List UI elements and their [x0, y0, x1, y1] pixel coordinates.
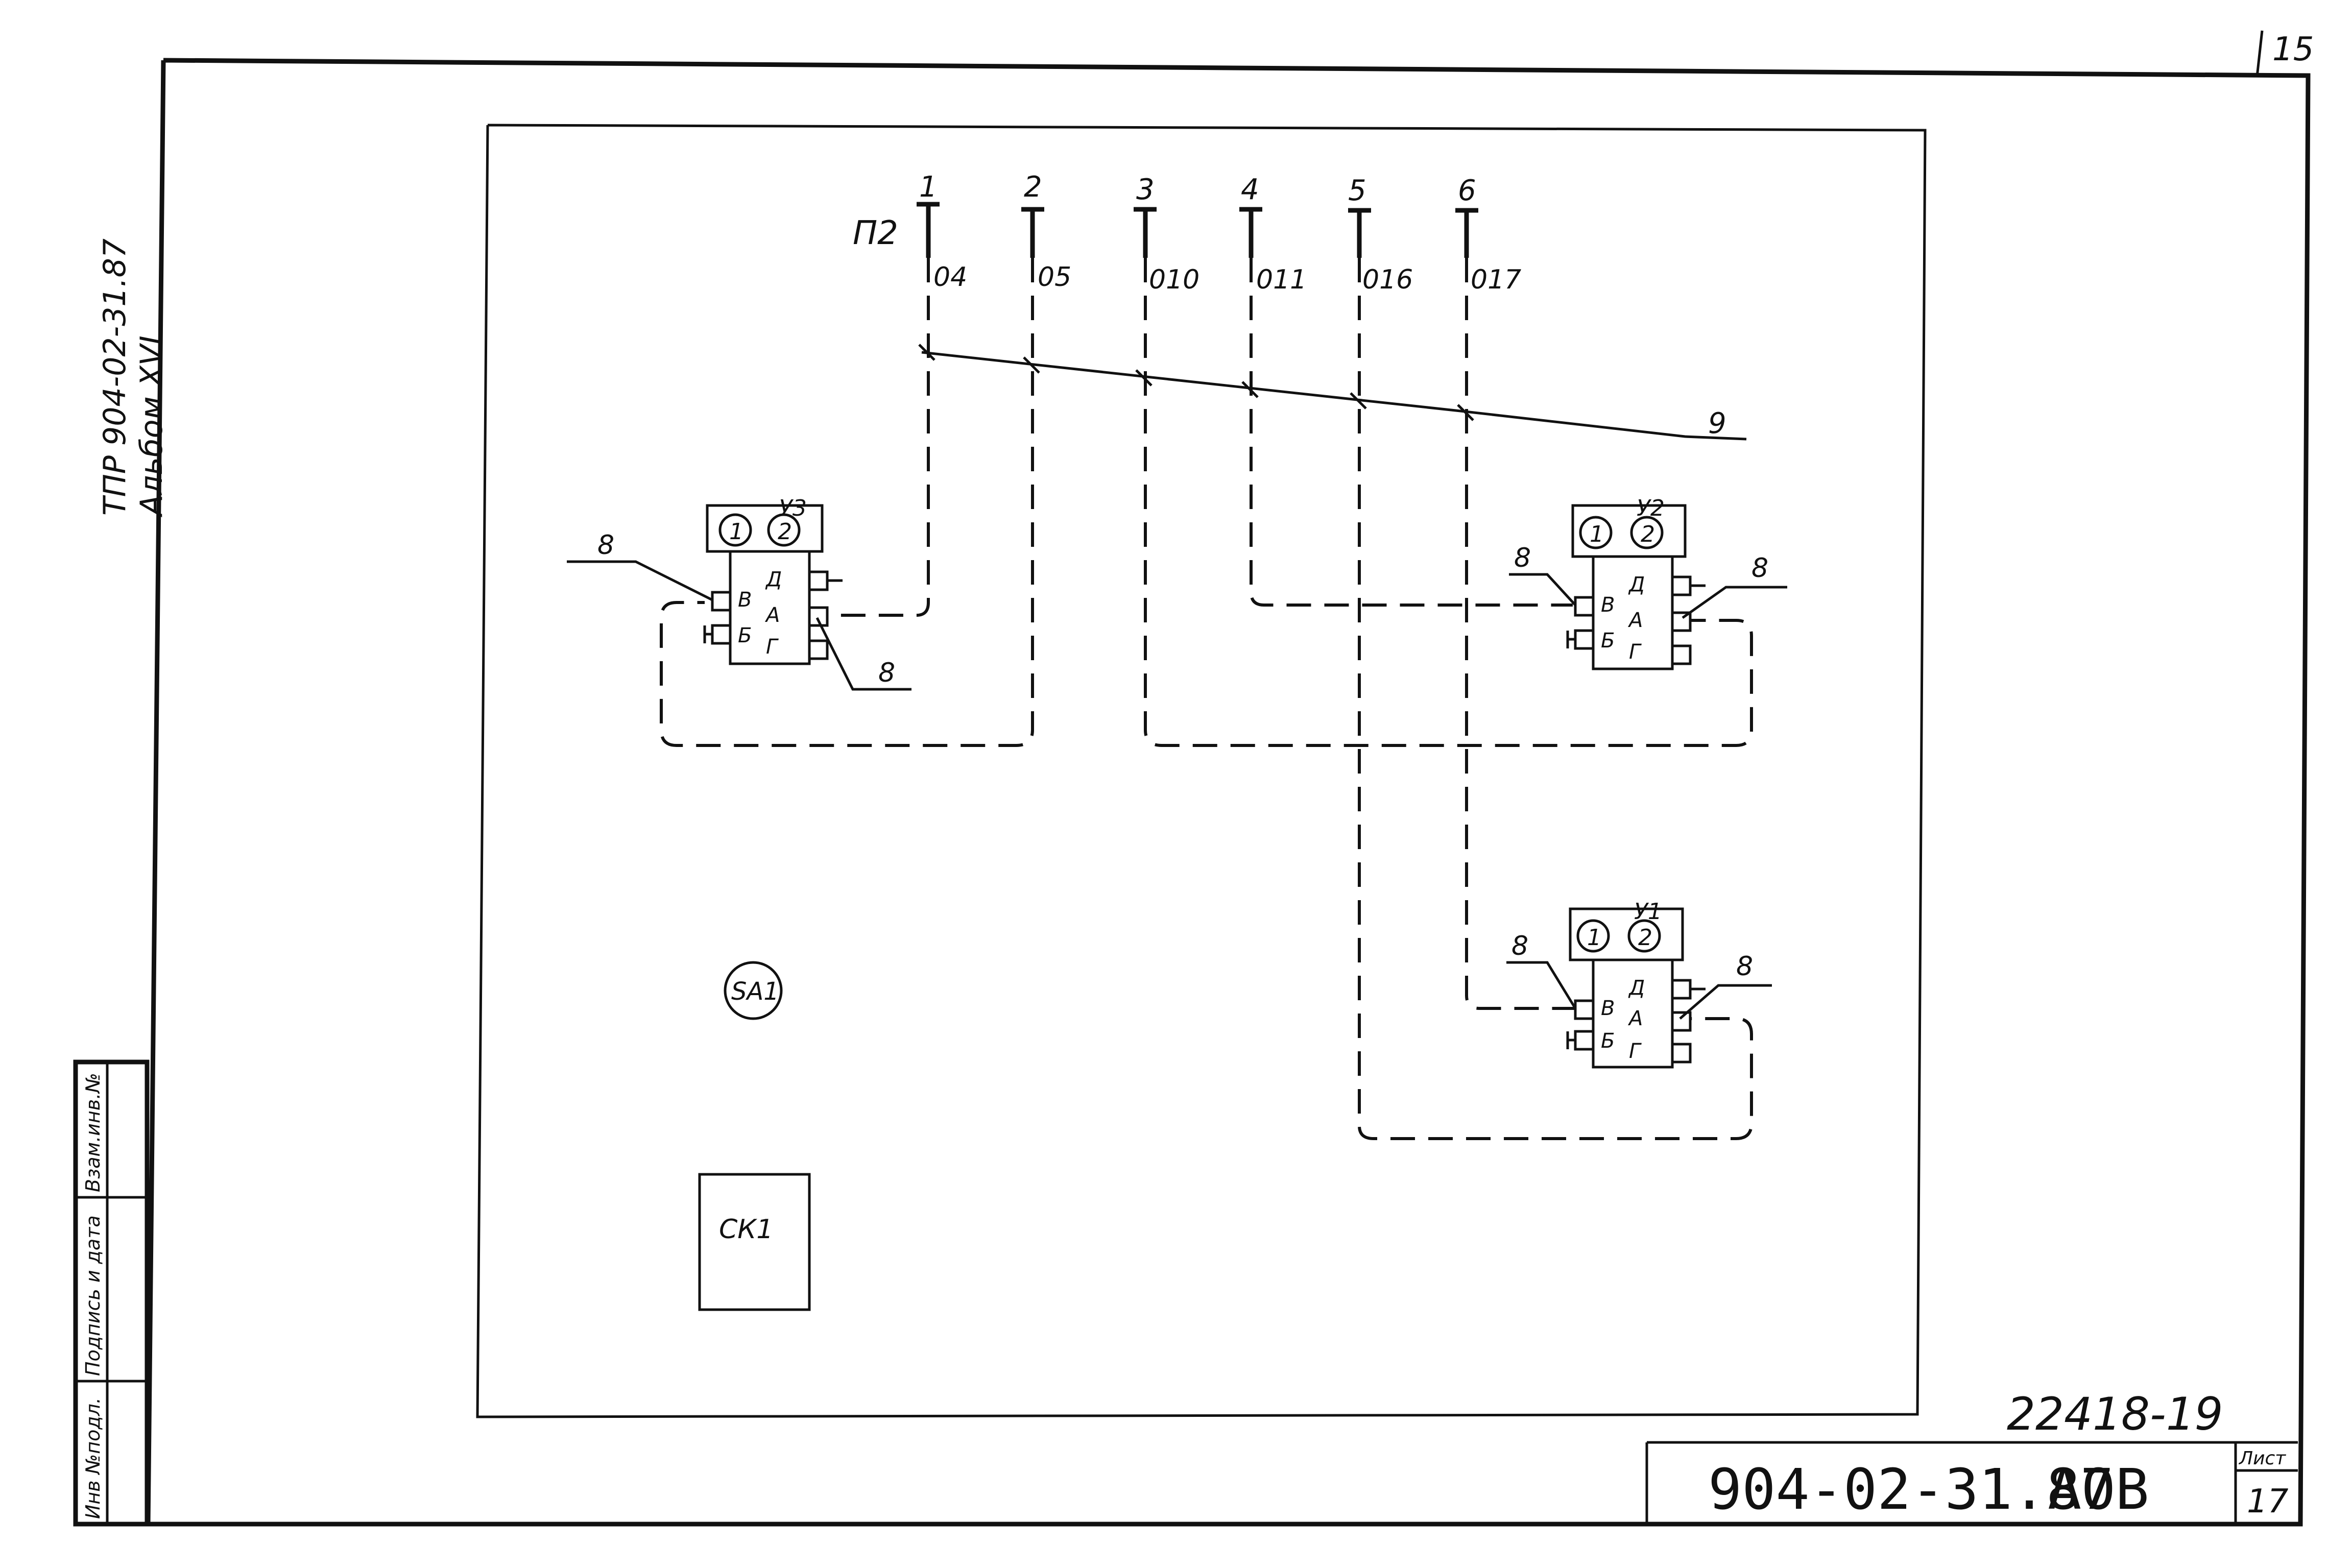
port-circle [718, 513, 752, 547]
port-1-label: 1 [729, 519, 743, 545]
pin-label: Д [765, 568, 782, 591]
port-circle [1576, 919, 1610, 953]
page-number-rule [2255, 30, 2264, 77]
pin-label: В [738, 588, 752, 612]
terminal-number: 3 [1136, 173, 1155, 206]
side-title-line1: ТПР 904-02-31.87 [97, 238, 133, 516]
terminal-5: 5 016 [1348, 174, 1413, 295]
pin-label: В [1601, 593, 1615, 617]
device-u2: 1 2 У2 В Б Д А Г 8 8 [1509, 495, 1787, 670]
stamp-cell-inventory: Инв №подл. [82, 1397, 104, 1519]
terminal-4: 4 011 [1239, 173, 1307, 295]
port-2-label: 2 [1641, 521, 1655, 547]
wire-label: 04 [933, 262, 967, 293]
pin-label: Д [1628, 573, 1645, 596]
terminal-number: 6 [1458, 174, 1476, 207]
port-circle [767, 513, 801, 547]
switch-sa1: SA1 [724, 961, 783, 1020]
wiring [660, 258, 1753, 1140]
side-title-line2: Альбом XVI [134, 335, 170, 518]
port-1-label: 1 [1587, 925, 1601, 951]
wire-label: 016 [1362, 264, 1413, 295]
designation: 904-02-31.87 [1708, 1457, 2114, 1522]
pin-label: А [764, 604, 780, 627]
pin-label: В [1601, 997, 1615, 1020]
terminal-6: 6 017 [1455, 174, 1521, 295]
pin-label: Б [1601, 629, 1615, 653]
wire-label: 017 [1471, 264, 1521, 295]
port-2-label: 2 [1638, 925, 1652, 951]
callout-label: 8 [1736, 951, 1753, 982]
terminal-1: 1 04 [917, 171, 967, 293]
callout-label: 8 [1751, 553, 1768, 584]
device-name: У2 [1637, 495, 1665, 521]
archive-number: 22418-19 [2007, 1388, 2223, 1440]
callout-label: 8 [597, 530, 614, 561]
section-code: АОВ [2048, 1457, 2149, 1522]
terminal-2: 2 05 [1021, 171, 1071, 293]
pin-label: Д [1628, 976, 1645, 1000]
terminal-block-p2: П2 1 04 2 05 3 010 4 011 5 [853, 171, 1521, 295]
terminal-number: 1 [919, 171, 938, 204]
pin-label: А [1627, 609, 1643, 632]
page-number: 15 [2272, 31, 2314, 68]
terminal-3: 3 010 [1134, 173, 1199, 295]
callout-label: 8 [878, 658, 895, 688]
callout-label: 8 [1514, 543, 1531, 573]
approval-stamp-column: Инв №подл. Подпись и дата Взам.инв.№ [73, 1059, 150, 1527]
cable-label: 9 [1708, 407, 1726, 440]
switch-label: SA1 [731, 977, 779, 1006]
stamp-cell-replacement: Взам.инв.№ [82, 1073, 104, 1192]
device-name: У3 [779, 495, 807, 521]
device-u3: 1 2 У3 В Б Д А Г 8 8 [567, 495, 911, 691]
pin-label: Б [738, 624, 752, 647]
port-circle [1627, 919, 1661, 953]
sheet-label: Лист [2238, 1448, 2286, 1469]
port-1-label: 1 [1590, 521, 1604, 547]
pin-label: Б [1601, 1029, 1615, 1053]
title-block: 22418-19 904-02-31.87 АОВ Лист 17 [1645, 1388, 2298, 1524]
pin-label: Г [1629, 640, 1642, 664]
port-circle [1579, 516, 1613, 549]
wire-label: 010 [1149, 264, 1199, 295]
terminal-number: 4 [1241, 173, 1259, 206]
sheet-frame: 15 [146, 30, 2314, 1527]
terminal-number: 5 [1348, 174, 1366, 207]
stamp-cell-signature: Подпись и дата [82, 1215, 104, 1376]
panel-outline [476, 124, 1927, 1418]
wire-label: 05 [1038, 262, 1071, 293]
callout-label: 8 [1511, 931, 1528, 961]
box-label: СК1 [719, 1214, 773, 1245]
cable-9: 9 [918, 344, 1747, 441]
wire-label: 011 [1256, 264, 1307, 295]
box-sk1: СК1 [698, 1173, 811, 1311]
pin-label: Г [1629, 1040, 1642, 1063]
pin-label: А [1627, 1007, 1643, 1030]
terminal-number: 2 [1024, 171, 1042, 204]
device-u1: 1 2 У1 В Б Д А Г 8 8 [1506, 899, 1772, 1069]
side-title: ТПР 904-02-31.87 Альбом XVI [97, 238, 170, 518]
terminal-block-label: П2 [853, 214, 898, 252]
sheet-number: 17 [2247, 1483, 2289, 1521]
port-circle [1630, 516, 1664, 549]
pin-label: Г [766, 635, 779, 659]
port-2-label: 2 [778, 519, 792, 545]
device-name: У1 [1634, 899, 1662, 925]
